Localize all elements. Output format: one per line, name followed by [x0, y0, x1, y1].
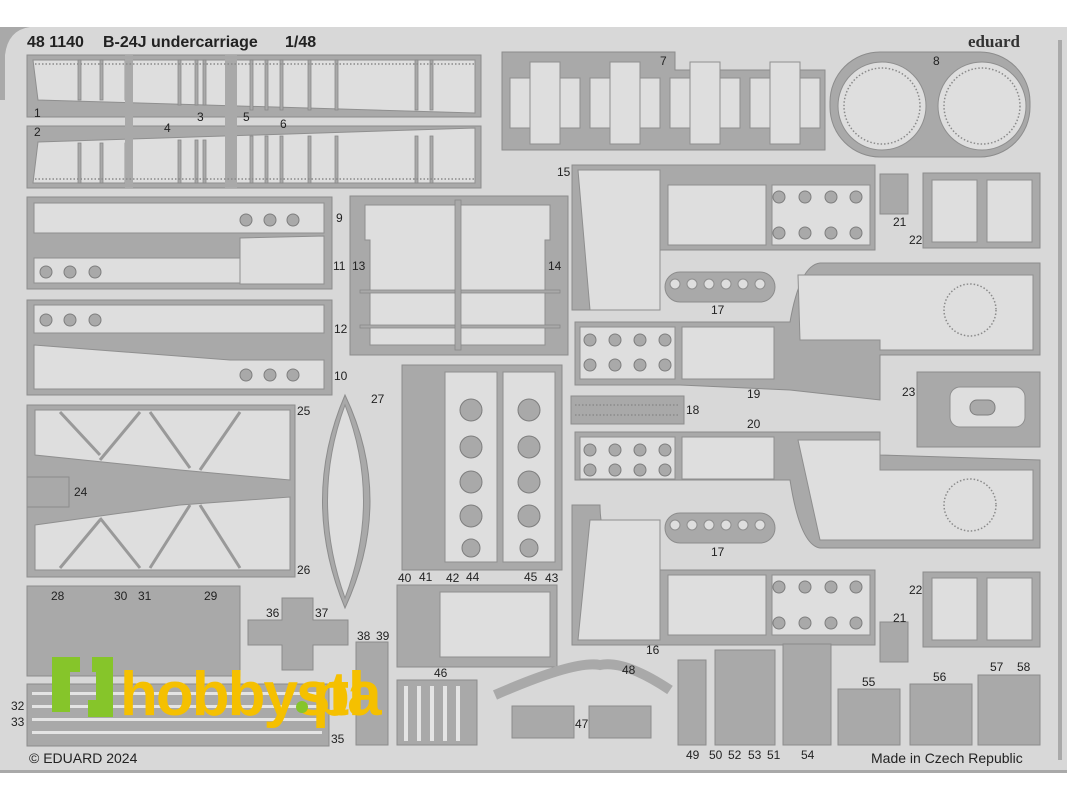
part-group-40-45 [396, 364, 563, 668]
part-label: 41 [419, 570, 433, 584]
part-label: 58 [1017, 660, 1031, 674]
hobbysta-watermark: hobbysta pl [52, 657, 384, 729]
part-label: 16 [646, 643, 660, 657]
part-label: 17 [711, 303, 725, 317]
part-label: 32 [11, 699, 25, 713]
sheet-catalog-number: 48 1140 [27, 34, 84, 51]
watermark-text: hobbysta [120, 660, 382, 729]
part-label: 57 [990, 660, 1004, 674]
part-24-25-26 [26, 404, 296, 578]
part-label: 14 [548, 259, 562, 273]
part-label: 44 [466, 570, 480, 584]
part-label: 52 [728, 748, 742, 762]
part-label: 20 [747, 417, 761, 431]
part-label: 2 [34, 125, 41, 139]
part-label: 6 [280, 117, 287, 131]
part-group-9-12 [26, 196, 333, 396]
part-label: 29 [204, 589, 218, 603]
part-label: 45 [524, 570, 538, 584]
part-8 [829, 51, 1031, 158]
part-label: 4 [164, 121, 171, 135]
part-label: 31 [138, 589, 152, 603]
part-label: 54 [801, 748, 815, 762]
part-label: 43 [545, 571, 559, 585]
part-label: 38 [357, 629, 371, 643]
part-18 [570, 395, 685, 425]
part-label: 24 [74, 485, 88, 499]
watermark-logo-icon [52, 657, 113, 717]
part-27 [322, 393, 371, 610]
part-label: 46 [434, 666, 448, 680]
part-label: 53 [748, 748, 762, 762]
part-group-15-16-19-20 [571, 164, 1041, 646]
part-label: 8 [933, 54, 940, 68]
fret-bottom-edge [0, 770, 1067, 773]
part-7 [501, 51, 826, 151]
part-label: 22 [909, 233, 923, 247]
part-label: 39 [376, 629, 390, 643]
part-label: 23 [902, 385, 916, 399]
part-label: 37 [315, 606, 329, 620]
part-label: 33 [11, 715, 25, 729]
part-label: 51 [767, 748, 781, 762]
copyright-text: © EDUARD 2024 [29, 750, 138, 766]
sheet-title: B-24J undercarriage [103, 34, 258, 51]
part-label: 7 [660, 54, 667, 68]
part-label: 19 [747, 387, 761, 401]
watermark-suffix: pl [312, 660, 363, 729]
part-label: 56 [933, 670, 947, 684]
part-group-49-58 [677, 643, 1041, 746]
part-label: 11 [333, 259, 346, 273]
part-label: 5 [243, 110, 250, 124]
part-label: 21 [893, 611, 907, 625]
part-label: 49 [686, 748, 700, 762]
part-label: 30 [114, 589, 128, 603]
part-label: 21 [893, 215, 907, 229]
part-label: 1 [34, 106, 41, 120]
fret-right-edge [1058, 40, 1062, 760]
fret-corner [0, 27, 30, 100]
part-label: 18 [686, 403, 700, 417]
part-number-labels: 1 2 3 4 5 6 7 8 9 10 11 12 13 14 15 16 1… [11, 54, 1031, 762]
part-label: 12 [334, 322, 348, 336]
part-label: 36 [266, 606, 280, 620]
part-label: 26 [297, 563, 311, 577]
watermark-dot [296, 701, 308, 713]
part-47-48 [492, 659, 673, 739]
part-label: 25 [297, 404, 311, 418]
part-label: 10 [334, 369, 348, 383]
part-17 [664, 271, 776, 544]
part-group-1-6 [26, 54, 482, 189]
origin-text: Made in Czech Republic [871, 750, 1023, 766]
brand-logo: eduard [968, 32, 1021, 51]
part-group-13-14 [349, 195, 569, 356]
part-label: 22 [909, 583, 923, 597]
part-label: 9 [336, 211, 343, 225]
part-label: 35 [331, 732, 345, 746]
part-label: 48 [622, 663, 636, 677]
part-label: 42 [446, 571, 460, 585]
part-label: 47 [575, 717, 589, 731]
part-label: 13 [352, 259, 366, 273]
part-label: 40 [398, 571, 412, 585]
part-label: 28 [51, 589, 65, 603]
part-label: 17 [711, 545, 725, 559]
part-label: 15 [557, 165, 571, 179]
part-label: 3 [197, 110, 204, 124]
part-label: 27 [371, 392, 385, 406]
part-21-22-23 [879, 172, 1041, 663]
part-label: 50 [709, 748, 723, 762]
sheet-scale: 1/48 [285, 34, 316, 51]
part-label: 55 [862, 675, 876, 689]
